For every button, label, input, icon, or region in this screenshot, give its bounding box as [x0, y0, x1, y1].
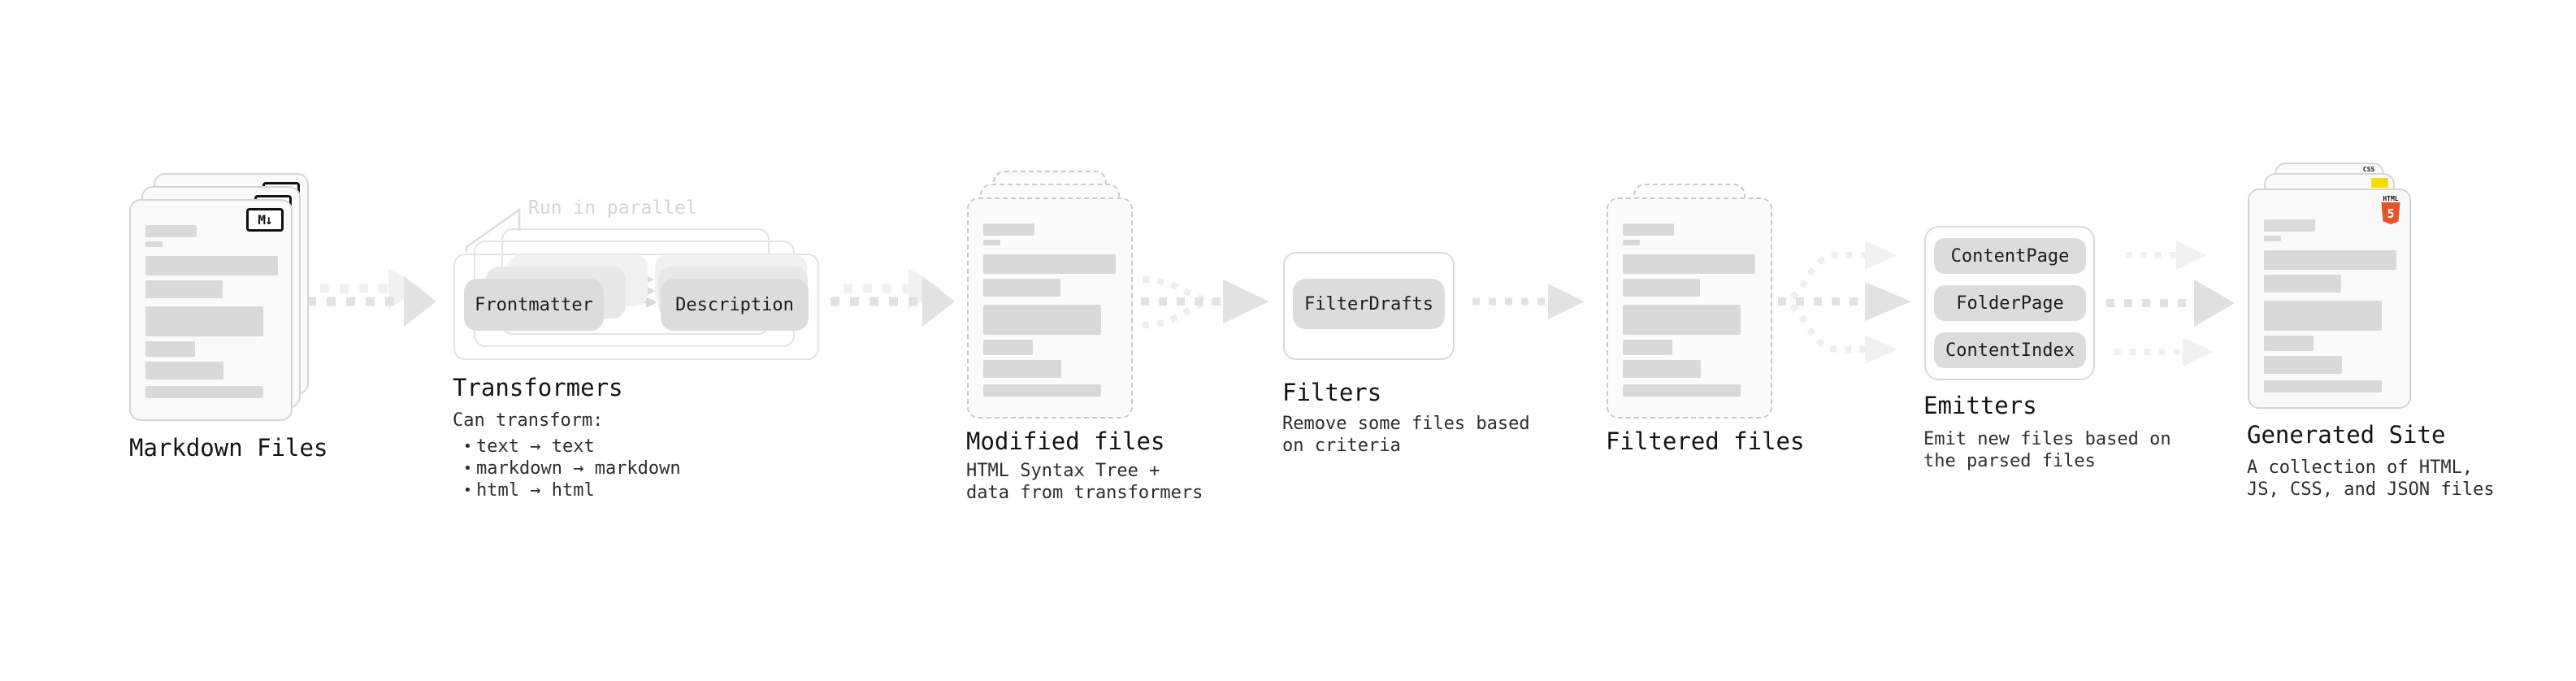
description-pill: Description	[661, 279, 809, 331]
modified-files-subtitle: HTML Syntax Tree + data from transformer…	[966, 461, 1203, 503]
doc-content-bars	[1623, 223, 1756, 397]
filterdrafts-pill: FilterDrafts	[1293, 279, 1445, 329]
folderpage-pill: FolderPage	[1934, 285, 2086, 321]
emitters-title: Emitters	[1923, 392, 2037, 419]
emitters-subtitle: Emit new files based on the parsed files	[1923, 429, 2171, 471]
arrow-filtered-to-emitters	[1777, 241, 1911, 364]
arrow-transformers-to-modified	[830, 268, 955, 327]
transformers-intro: Can transform:	[453, 410, 604, 431]
bullet-item: markdown → markdown	[462, 458, 681, 479]
doc-content-bars	[983, 223, 1117, 397]
contentpage-pill: ContentPage	[1934, 238, 2086, 274]
bullet-item: text → text	[462, 436, 681, 458]
markdown-files-title: Markdown Files	[129, 434, 328, 462]
html5-icon: HTML 5	[2381, 195, 2400, 228]
modified-file-doc-front	[967, 197, 1133, 419]
contentindex-pill: ContentIndex	[1934, 332, 2086, 368]
filters-subtitle: Remove some files based on criteria	[1282, 414, 1530, 456]
generated-html-doc: HTML 5	[2248, 189, 2411, 409]
arrow-markdown-to-transformers	[307, 268, 436, 327]
html5-shield: 5	[2381, 202, 2400, 224]
generated-site-subtitle: A collection of HTML, JS, CSS, and JSON …	[2247, 458, 2495, 500]
arrow-emitters-to-generated	[2106, 241, 2235, 367]
bullet-item: html → html	[462, 479, 681, 501]
javascript-icon	[2371, 178, 2388, 188]
arrow-filters-to-filtered	[1472, 284, 1585, 319]
transformers-title: Transformers	[453, 374, 623, 401]
generated-site-title: Generated Site	[2247, 421, 2446, 449]
run-in-parallel-annotation: Run in parallel	[528, 197, 697, 219]
filtered-files-title: Filtered files	[1606, 427, 1805, 455]
markdown-file-doc-front: M↓	[129, 199, 293, 421]
arrow-modified-to-filters	[1141, 276, 1269, 328]
frontmatter-pill: Frontmatter	[464, 279, 604, 331]
doc-content-bars	[2264, 219, 2396, 393]
doc-content-bars	[145, 225, 278, 398]
markdown-icon: M↓	[246, 208, 284, 232]
modified-files-title: Modified files	[966, 427, 1165, 455]
filtered-file-doc-front	[1607, 197, 1772, 419]
filters-title: Filters	[1282, 379, 1382, 406]
transformers-bullet-list: text → text markdown → markdown html → h…	[462, 436, 681, 501]
svg-text:5: 5	[2387, 206, 2394, 221]
